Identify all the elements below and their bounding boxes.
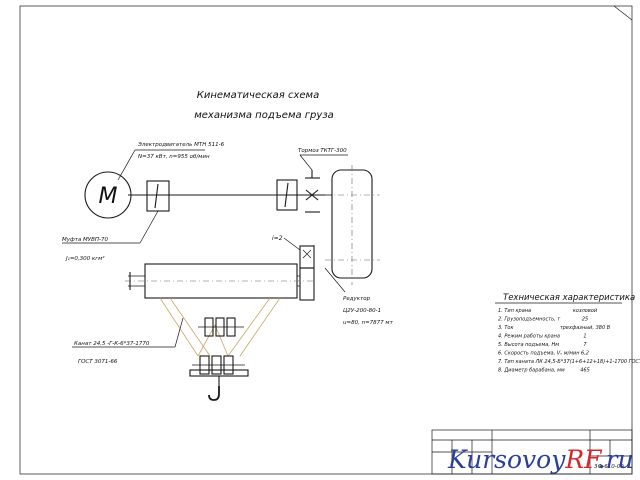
watermark-part2: RF	[564, 445, 603, 474]
gear-upper	[299, 245, 315, 269]
scheme-title-line2: механизма подъема груза	[194, 110, 334, 121]
motor-leader	[117, 149, 136, 181]
reducer-label-2: Ц2У-200-80-1	[343, 308, 381, 314]
spec-row-value: 7	[583, 342, 587, 348]
coupling-leader	[139, 210, 159, 244]
rope-label-1: Канат 24,5 -Г-К-6*37-1770	[74, 341, 150, 347]
hook-icon	[208, 386, 220, 401]
gear-ratio-leader	[283, 237, 301, 251]
rope-label-2: ГОСТ 3071-66	[78, 359, 118, 365]
spec-row-value: 465	[580, 368, 590, 374]
coupling-label-2: J₁=0,300 кгм²	[65, 255, 105, 262]
gear-ratio: i=2	[272, 235, 283, 242]
spec-row-value: трехфазный, 380 В	[560, 325, 611, 331]
gear-lower	[299, 267, 315, 301]
spec-row-name: 7. Тип каната ЛК 24,5-Б*37(1+6+12+18)+1-…	[498, 359, 640, 365]
coupling-label-1: Муфта МУВП-70	[62, 237, 109, 243]
reducer-leader	[324, 267, 346, 293]
motor-label-1: Электродвигатель МТН 511-6	[137, 142, 225, 148]
brake-cross	[305, 189, 319, 201]
title-block	[431, 429, 633, 475]
sheet-frame	[19, 5, 633, 475]
spec-row-name: 4. Режим работы крана	[498, 334, 560, 340]
motor-symbol: M	[99, 184, 118, 209]
watermark-part3: .ru	[598, 445, 634, 474]
scheme-title-line1: Кинематическая схема	[197, 90, 319, 101]
spec-row-value: 1	[583, 334, 586, 340]
reducer-label-3: u=80, n=7877 мт	[343, 320, 394, 326]
spec-row-name: 3. Ток	[498, 325, 514, 331]
motor-label-2: N=37 кВт, n=955 об/мин	[138, 154, 210, 160]
watermark-part1: Kursovoy	[447, 445, 566, 474]
spec-row-value: козловой	[573, 308, 598, 314]
coupling-left-divider	[154, 183, 159, 209]
rope-middle	[197, 324, 229, 357]
hook-block	[189, 355, 249, 386]
spec-row-name: 2. Грузоподъемность, т	[498, 317, 561, 323]
rope-leader	[174, 317, 184, 348]
spec-row-name: 5. Высота подъема, Нм	[498, 342, 559, 348]
motor-circle	[84, 171, 132, 219]
spec-row-name: 1. Тип крана	[498, 308, 531, 314]
frame-corner-mark	[613, 5, 633, 21]
upper-sheave-block	[198, 317, 244, 337]
brake-coupling	[276, 179, 298, 211]
spec-row-name: 6. Скорость подъема, Vₙ м/мин	[498, 351, 580, 357]
brake-label: Тормоз ТКТГ-300	[298, 148, 347, 154]
spec-row-value: 25	[582, 317, 588, 323]
specs-heading: Техническая характеристика	[503, 293, 635, 303]
stamp-code: 3Ф-610-00	[594, 464, 624, 470]
watermark-logo: KursovoyRF.ru	[447, 445, 634, 474]
gear-upper-mark	[302, 249, 312, 259]
spec-row-value: 6,2	[581, 351, 589, 357]
specs-table: 1. Тип крана козловой 2. Грузоподъемность,…	[498, 308, 640, 374]
brake-coupling-divider	[284, 182, 289, 208]
spec-row-name: 8. Диаметр барабана, мм	[498, 368, 565, 374]
rope-right	[227, 297, 281, 357]
reducer-label-1: Редуктор	[343, 296, 371, 302]
brake-leader	[299, 154, 313, 171]
